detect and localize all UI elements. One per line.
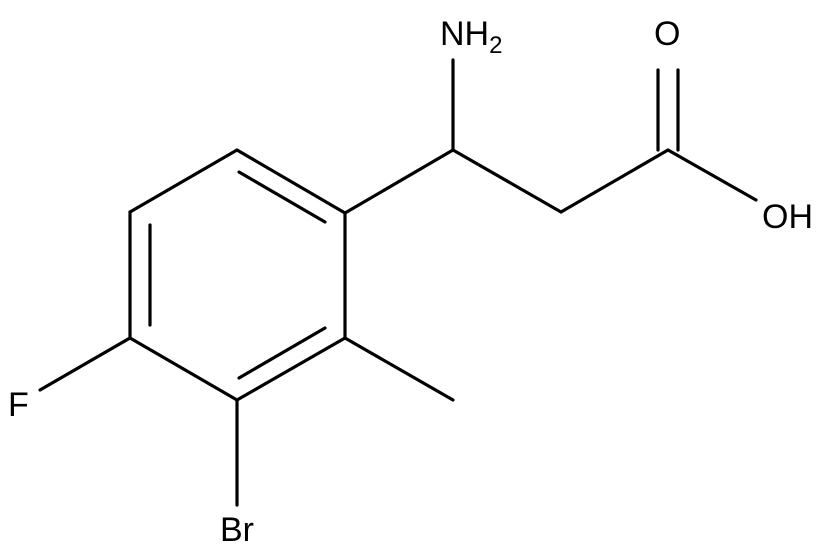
ring-bond-c2-c3 xyxy=(128,148,239,214)
atom-label-hydroxyl: OH xyxy=(762,198,813,236)
bond-ring-to-alpha-carbon xyxy=(343,148,455,215)
bond-carboxyl-carbon-to-oh xyxy=(666,148,758,202)
bond-ch2-to-carboxyl-carbon xyxy=(559,148,670,214)
atom-label-carbonyl-oxygen: O xyxy=(654,15,680,53)
atom-label-fluorine: F xyxy=(8,386,29,424)
ring-bond-c5-c6 xyxy=(235,336,347,402)
ring-inner-double-bond-top xyxy=(237,170,327,224)
ring-inner-double-bond-bottom xyxy=(237,326,327,380)
atom-label-nh2: NH2 xyxy=(440,15,502,59)
atom-label-bromine: Br xyxy=(220,511,254,549)
bond-ring-to-fluorine xyxy=(38,336,132,392)
ring-bond-c1-c2 xyxy=(235,148,347,215)
bond-alpha-carbon-to-ch2 xyxy=(451,148,563,214)
ring-bond-c4-c5 xyxy=(128,336,239,402)
bond-ring-to-methyl xyxy=(343,336,455,402)
